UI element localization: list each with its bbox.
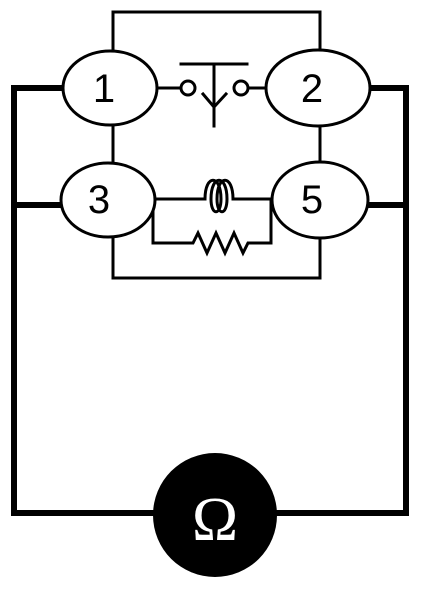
pushbutton-switch-icon — [150, 62, 272, 128]
terminal-3-label: 3 — [88, 178, 110, 222]
terminal-2: 2 — [264, 48, 372, 128]
bottom-bridge-wire — [111, 232, 322, 280]
terminal-1: 1 — [61, 49, 159, 127]
terminal-5: 5 — [270, 160, 370, 240]
terminal-5-label: 5 — [301, 178, 323, 222]
resistor-icon — [151, 197, 273, 257]
terminal-1-label: 1 — [93, 67, 115, 111]
terminal-2-label: 2 — [301, 67, 323, 111]
ohmmeter-icon: Ω — [153, 453, 277, 577]
ohm-symbol: Ω — [192, 486, 238, 554]
coil-icon — [148, 178, 282, 214]
top-bridge-wire — [111, 10, 322, 57]
left-meter-wire — [11, 85, 163, 516]
terminal-3: 3 — [59, 161, 157, 239]
right-meter-wire — [267, 85, 409, 516]
